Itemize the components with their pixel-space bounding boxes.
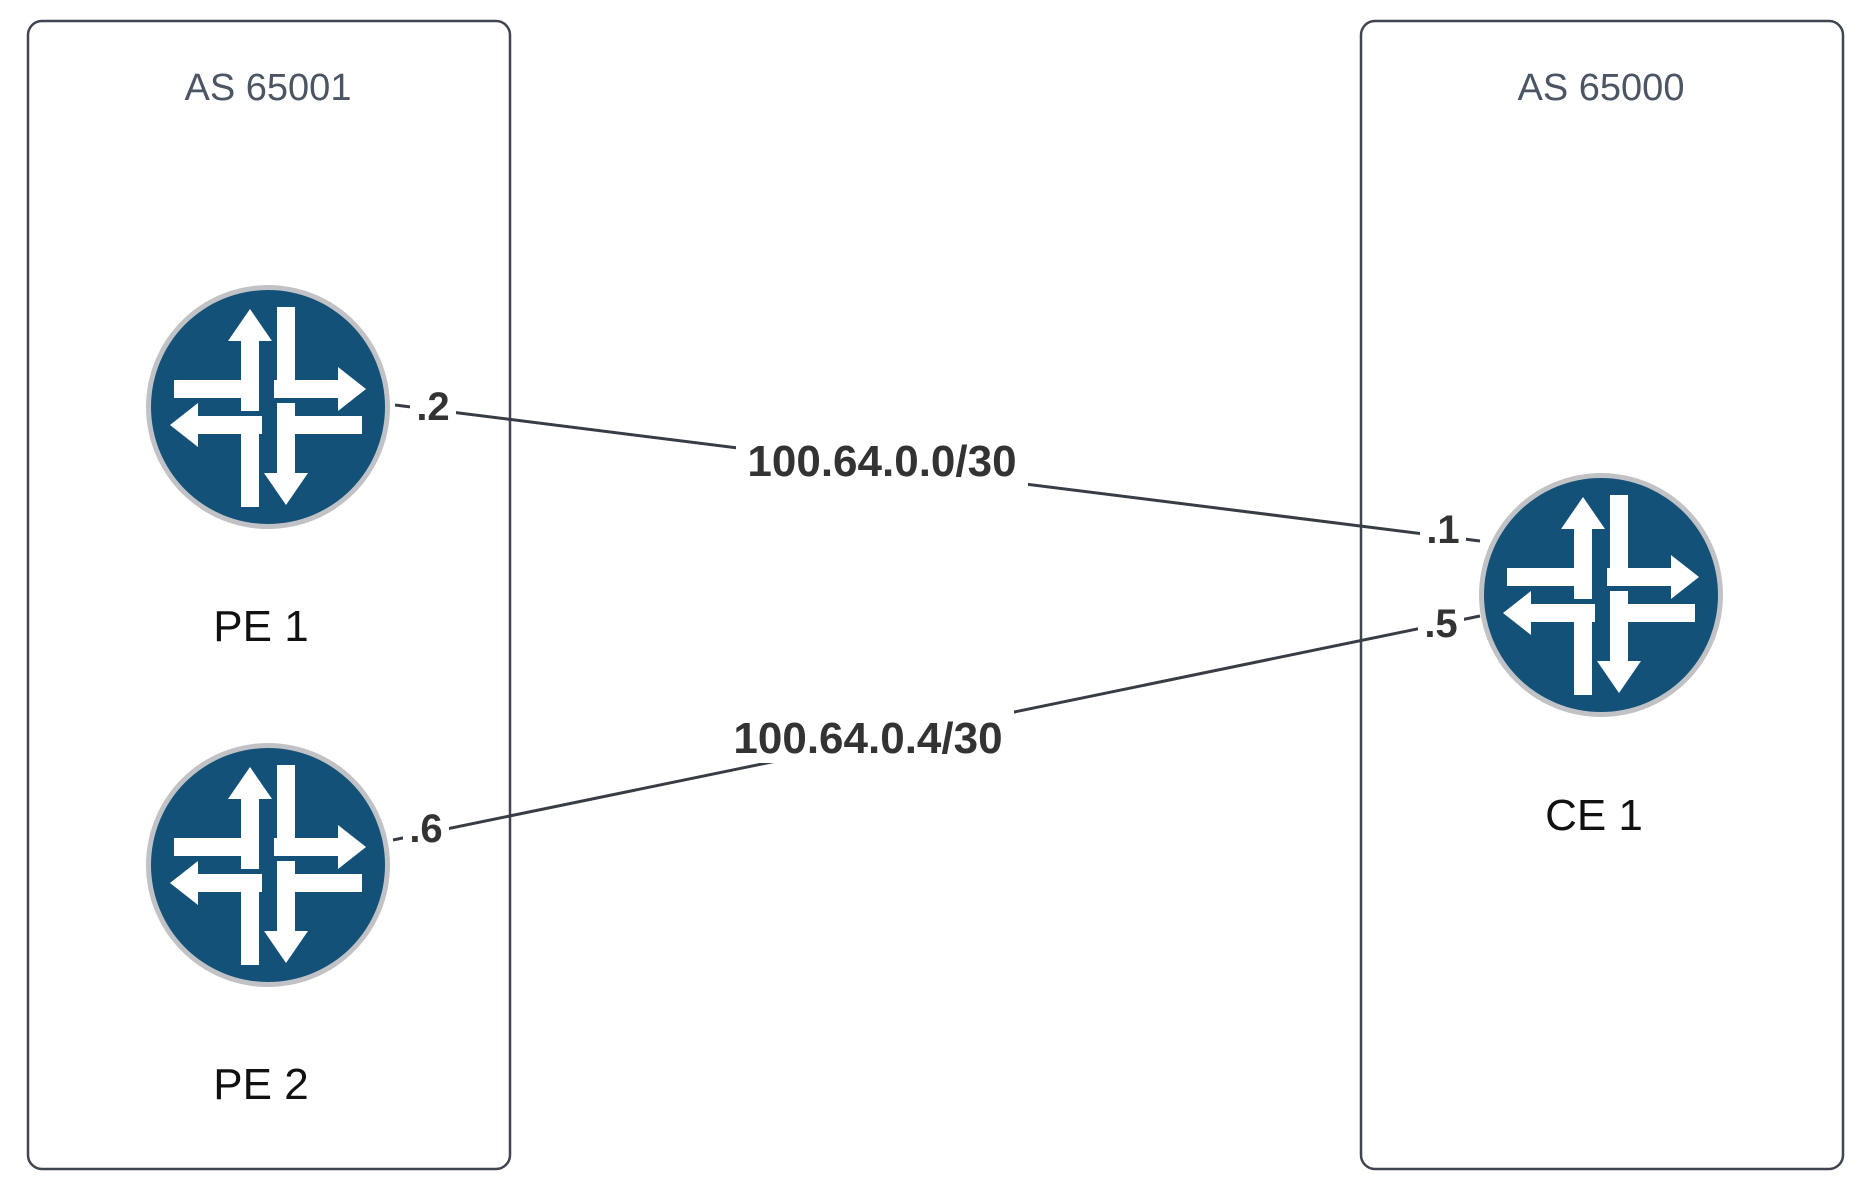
- svg-text:100.64.0.4/30: 100.64.0.4/30: [733, 714, 1002, 763]
- addr-label-pe2: .6: [403, 807, 449, 851]
- router-label-pe1: PE 1: [213, 602, 308, 651]
- svg-text:.1: .1: [1426, 508, 1459, 552]
- router-pe1: PE 1: [146, 285, 390, 651]
- router-ce1: CE 1: [1479, 473, 1723, 840]
- router-icon: [146, 743, 390, 987]
- as-title-65000: AS 65000: [1518, 67, 1685, 109]
- subnet-label-1: 100.64.0.0/30: [736, 432, 1028, 486]
- router-icon: [1479, 473, 1723, 717]
- as-title-65001: AS 65001: [185, 67, 352, 109]
- addr-label-ce1-bottom: .5: [1418, 602, 1464, 646]
- addr-label-pe1: .2: [410, 385, 456, 429]
- as-box-65000: AS 65000: [1359, 19, 1845, 1171]
- as-box-65001: AS 65001: [26, 19, 512, 1171]
- svg-text:.5: .5: [1424, 602, 1457, 646]
- router-icon: [146, 285, 390, 529]
- svg-text:.6: .6: [409, 807, 442, 851]
- svg-text:100.64.0.0/30: 100.64.0.0/30: [747, 437, 1016, 486]
- router-label-pe2: PE 2: [213, 1060, 308, 1109]
- addr-label-ce1-top: .1: [1420, 508, 1466, 552]
- router-pe2: PE 2: [146, 743, 390, 1109]
- svg-text:.2: .2: [416, 385, 449, 429]
- router-label-ce1: CE 1: [1545, 791, 1643, 840]
- subnet-label-2: 100.64.0.4/30: [722, 709, 1014, 763]
